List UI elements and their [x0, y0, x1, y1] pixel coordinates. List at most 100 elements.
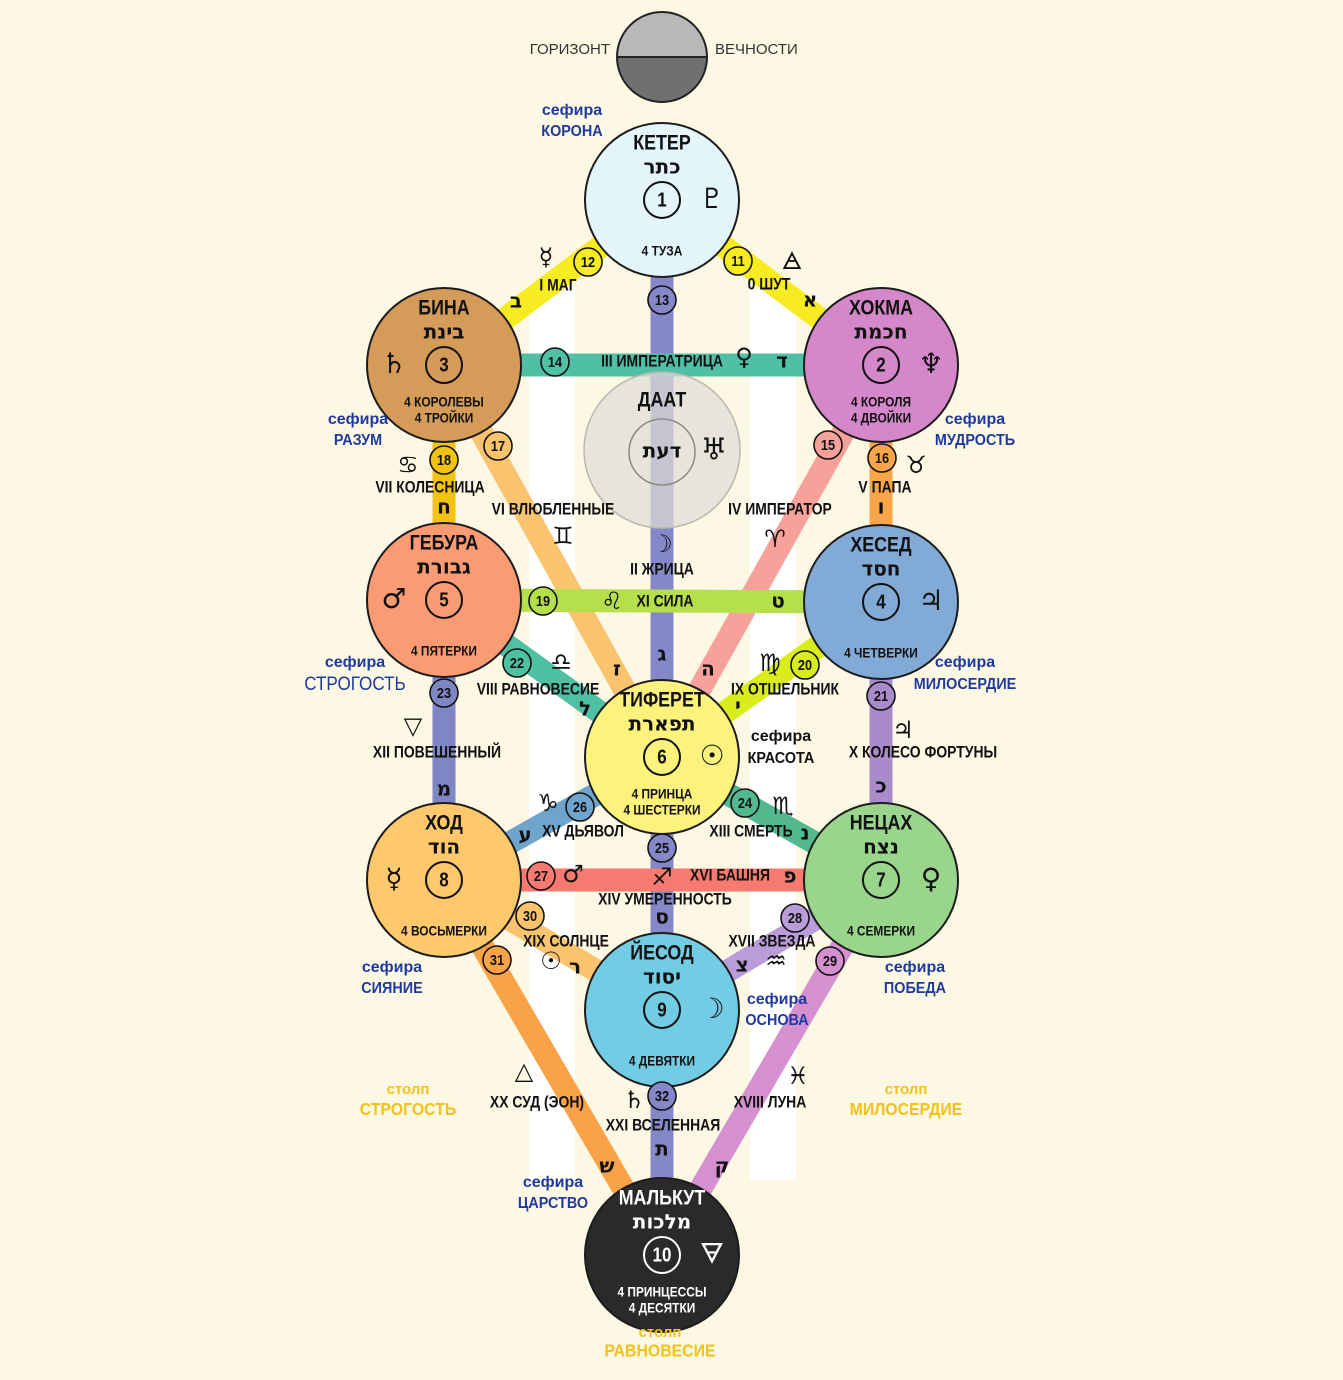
tarot-card-name: V ПАПА	[858, 478, 911, 497]
sefira-title: ПОБЕДА	[884, 980, 946, 998]
sephira-number-circle	[425, 346, 463, 384]
sephira-hebrew: הוד	[428, 835, 460, 859]
path-number: 28	[788, 909, 802, 926]
sefira-title: МУДРОСТЬ	[935, 432, 1015, 450]
tarot-card-name: XIII СМЕРТЬ	[709, 822, 792, 841]
sefira-word: сефира	[945, 411, 1005, 428]
path-31: 31△XX СУД (ЭОН)ש	[482, 945, 615, 1178]
planet-icon: ☽	[699, 992, 724, 1025]
sefira-title: ЦАРСТВО	[518, 1195, 588, 1213]
tarot-card-name: XIX СОЛНЦЕ	[523, 932, 609, 951]
sefira-word: сефира	[747, 991, 807, 1008]
sephira-cards: 4 ПРИНЦЕССЫ	[618, 1284, 707, 1300]
sephira-name: ХОД	[425, 811, 463, 835]
sephira-name: НЕЦАХ	[850, 811, 913, 835]
sefira-word: сефира	[751, 728, 811, 745]
path-number: 18	[437, 451, 451, 468]
path-number: 29	[823, 952, 837, 969]
sephira-hebrew: נצח	[863, 835, 899, 859]
path-number-badge	[565, 792, 595, 822]
horizon-of-eternity: ГОРИЗОНТ ВЕЧНОСТИ	[530, 11, 798, 103]
sefira-title: МИЛОСЕРДИЕ	[914, 676, 1017, 694]
path-symbol-icon: ☉	[540, 947, 562, 975]
sephira-circle	[803, 524, 959, 680]
sephira-number: 6	[657, 745, 666, 768]
sephira-circle	[584, 122, 740, 278]
path-symbol-icon: ♄	[623, 1086, 645, 1114]
sefira-title: РАЗУМ	[334, 432, 382, 450]
sephira-number: 4	[876, 590, 886, 613]
sephira-number-circle	[643, 1236, 681, 1274]
planet-icon: 🜃	[700, 1237, 724, 1270]
hebrew-letter: ק	[715, 1154, 730, 1178]
tarot-card-name: XVII ЗВЕЗДА	[729, 932, 816, 951]
sephira-hebrew: חסד	[861, 557, 900, 581]
hebrew-letter: ש	[599, 1154, 614, 1178]
path-number: 31	[490, 951, 504, 968]
sephira-cards: 4 ЧЕТВЕРКИ	[844, 645, 918, 661]
path-number-badge	[866, 681, 896, 711]
tarot-card-name: XV ДЬЯВОЛ	[542, 822, 624, 841]
tarot-card-name: VII КОЛЕСНИЦА	[375, 478, 484, 497]
sephira-cards: 4 ДЕВЯТКИ	[629, 1053, 695, 1069]
path-number: 12	[581, 253, 595, 270]
sefira-title: КОРОНА	[541, 123, 602, 141]
path-symbol-icon: ♓	[787, 1062, 809, 1090]
tarot-card-name: 0 ШУТ	[748, 275, 791, 294]
sefira-word: сефира	[542, 102, 602, 119]
path-number: 25	[655, 839, 669, 856]
sephira-number-circle	[862, 346, 900, 384]
path-number: 16	[875, 449, 889, 466]
tarot-card-name: II ЖРИЦА	[630, 560, 694, 579]
sefira-title: СИЯНИЕ	[361, 980, 422, 998]
path-number: 14	[548, 353, 562, 370]
path-number-badge	[573, 247, 603, 277]
path-number: 19	[536, 592, 550, 609]
sephira-circle	[803, 287, 959, 443]
sephira-number-circle	[862, 861, 900, 899]
sephira-circle	[366, 287, 522, 443]
sephira-number: 3	[439, 353, 448, 376]
sefira-word: сефира	[362, 959, 422, 976]
sephira-cards: 4 КОРОЛЯ	[851, 394, 911, 410]
tarot-card-name: XXI ВСЕЛЕННАЯ	[606, 1116, 720, 1135]
planet-icon: ♆	[918, 347, 943, 380]
sephira-name: КЕТЕР	[633, 131, 690, 155]
sephira-name: ТИФЕРЕТ	[619, 688, 705, 712]
path-number: 20	[798, 656, 812, 673]
sefira-title: СТРОГОСТЬ	[304, 673, 406, 694]
tarot-card-name: VI ВЛЮБЛЕННЫЕ	[492, 500, 615, 519]
path-symbol-icon: ▽	[404, 712, 423, 740]
sephira-number: 9	[657, 998, 666, 1021]
sephira-name: БИНА	[418, 296, 469, 320]
planet-icon: ♀	[921, 862, 942, 895]
hebrew-letter: א	[803, 288, 818, 312]
tarot-card-name: XVIII ЛУНА	[734, 1093, 807, 1112]
hebrew-letter: ר	[569, 955, 581, 979]
path-number: 27	[534, 867, 548, 884]
hebrew-letter: ת	[655, 1137, 669, 1161]
path-number-badge	[526, 861, 556, 891]
sefira-word: сефира	[328, 411, 388, 428]
tarot-card-name: III ИМПЕРАТРИЦА	[601, 352, 723, 371]
path-29: 29 ♓ XVIII ЛУНА ק	[715, 946, 845, 1178]
path-symbol-icon: ♍	[759, 649, 781, 677]
sefira-word: сефира	[885, 959, 945, 976]
path-symbol-icon: ♃	[892, 716, 914, 744]
hebrew-letter: פ	[783, 864, 796, 888]
planet-icon: ♂	[381, 582, 406, 615]
sephira-cards: 4 ПЯТЕРКИ	[411, 643, 477, 659]
planet-icon: ☉	[699, 739, 724, 772]
tarot-card-name: X КОЛЕСО ФОРТУНЫ	[849, 743, 997, 762]
